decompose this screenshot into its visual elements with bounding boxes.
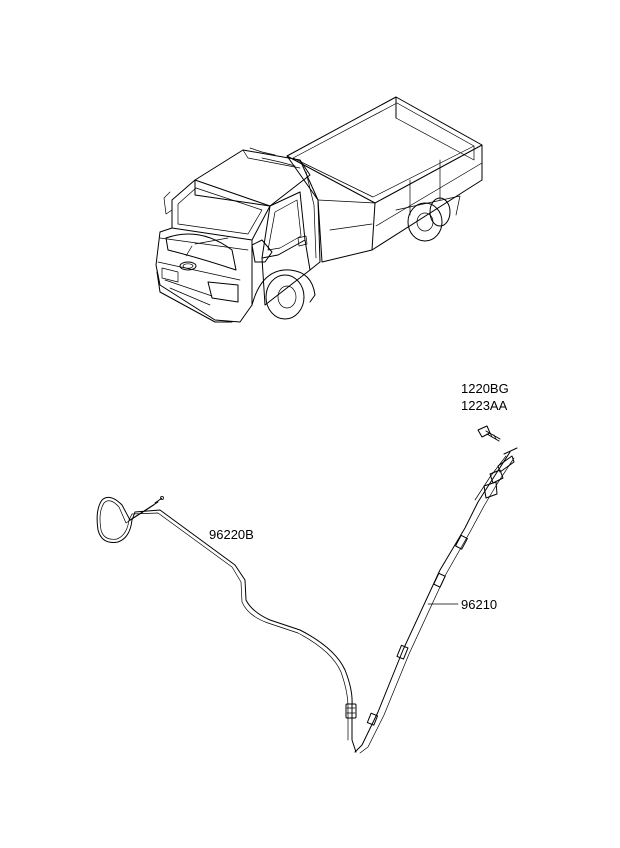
part-label-antenna-assembly: 96210 bbox=[461, 597, 497, 612]
part-label-antenna-cable: 96220B bbox=[209, 527, 254, 542]
part-label-bolt-2: 1223AA bbox=[461, 398, 508, 413]
antenna-rod-drawing-icon bbox=[354, 447, 518, 754]
truck-illustration-icon bbox=[155, 96, 483, 323]
antenna-cable-drawing-icon bbox=[96, 496, 357, 753]
part-label-bolt-1: 1220BG bbox=[461, 381, 509, 396]
bolt-drawing-icon bbox=[477, 425, 501, 442]
